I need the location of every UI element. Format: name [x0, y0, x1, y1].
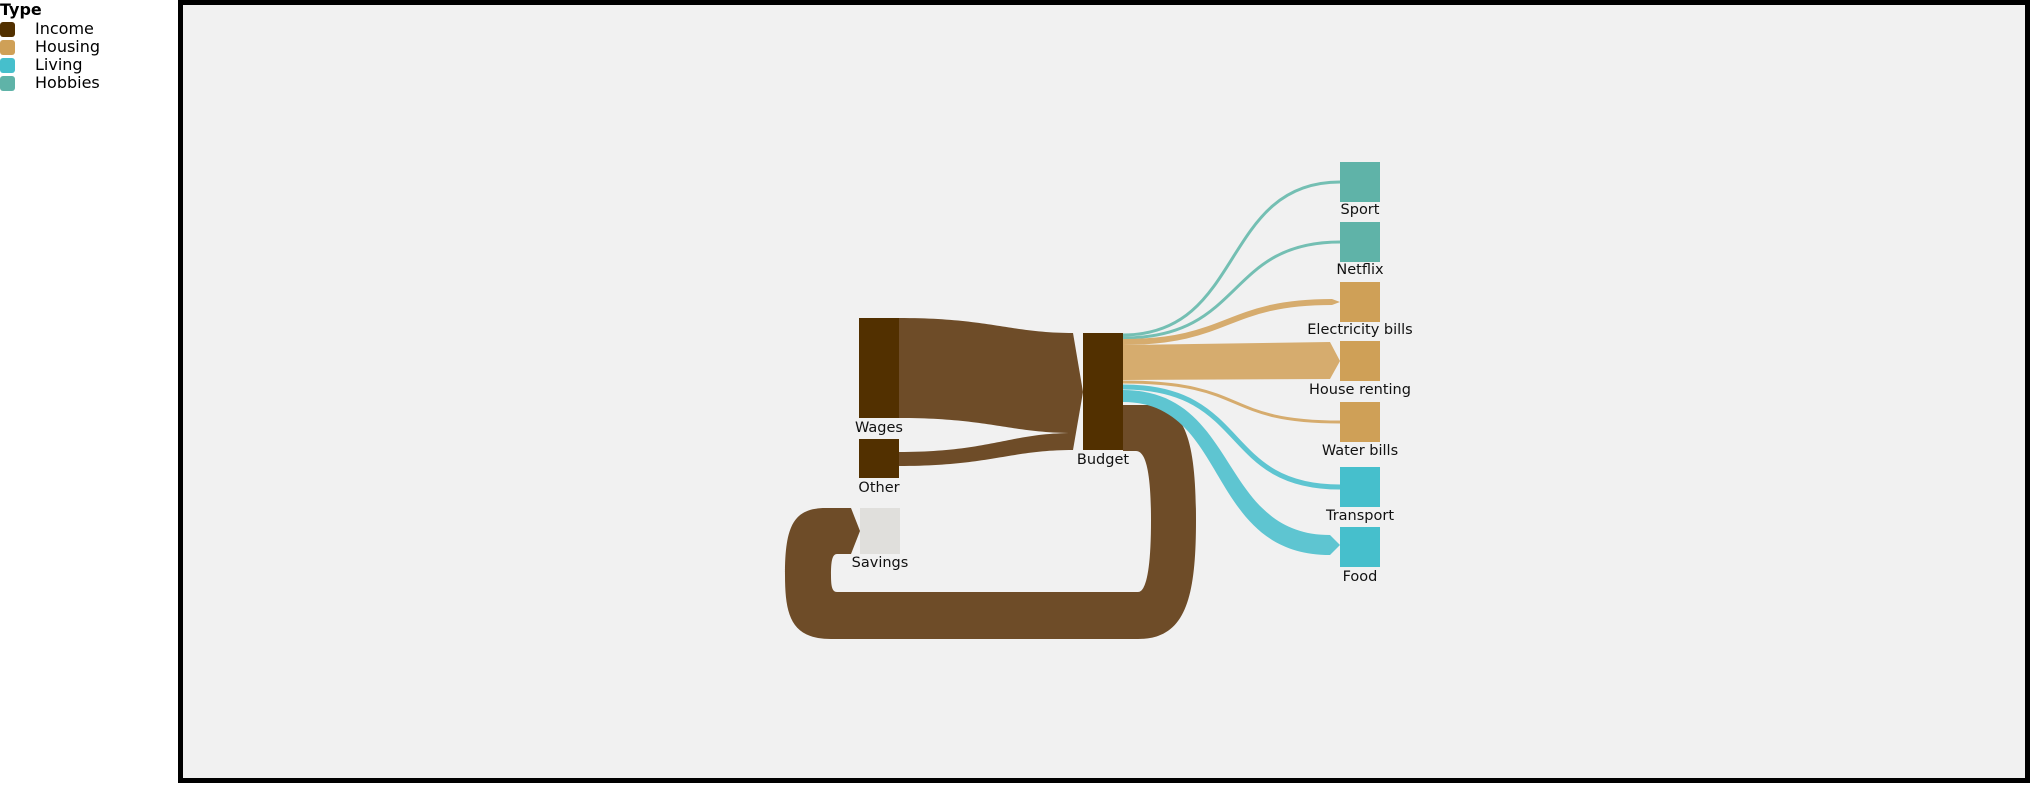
sankey-labels: Wages Other Savings Budget Sport Netflix… — [852, 202, 1413, 585]
link-other-budget[interactable] — [899, 433, 1073, 466]
node-water[interactable] — [1340, 402, 1380, 442]
link-budget-food[interactable] — [1123, 390, 1330, 555]
node-label-savings: Savings — [852, 555, 909, 571]
link-budget-savings[interactable] — [785, 405, 1196, 639]
link-budget-sport[interactable] — [1122, 180, 1341, 337]
node-house-renting[interactable] — [1340, 341, 1380, 381]
node-budget[interactable] — [1083, 333, 1123, 450]
legend-item-living[interactable]: Living — [0, 56, 170, 74]
node-label-water: Water bills — [1322, 443, 1398, 459]
legend: Type Income Housing Living Hobbies — [0, 0, 170, 92]
link-arrow-food — [1330, 535, 1340, 555]
sankey-links — [785, 180, 1341, 639]
link-budget-house-renting[interactable] — [1123, 342, 1330, 380]
legend-swatch-living — [0, 58, 15, 73]
node-netflix[interactable] — [1340, 222, 1380, 262]
node-label-house-renting: House renting — [1309, 382, 1411, 398]
node-label-wages: Wages — [855, 420, 903, 436]
link-arrow-savings — [851, 508, 860, 554]
node-other[interactable] — [859, 439, 899, 478]
legend-item-housing[interactable]: Housing — [0, 38, 170, 56]
legend-swatch-housing — [0, 40, 15, 55]
legend-swatch-income — [0, 22, 15, 37]
link-wages-budget[interactable] — [899, 318, 1073, 433]
node-label-transport: Transport — [1325, 508, 1394, 524]
legend-title: Type — [0, 0, 42, 19]
node-transport[interactable] — [1340, 467, 1380, 507]
legend-label: Living — [35, 55, 83, 74]
link-arrow-electricity — [1332, 299, 1340, 305]
legend-label: Income — [35, 19, 94, 38]
node-label-other: Other — [858, 480, 899, 496]
legend-item-income[interactable]: Income — [0, 20, 170, 38]
link-budget-netflix[interactable] — [1122, 240, 1341, 340]
node-label-food: Food — [1343, 569, 1378, 585]
node-label-sport: Sport — [1341, 202, 1380, 218]
node-wages[interactable] — [859, 318, 899, 418]
legend-label: Hobbies — [35, 73, 100, 92]
node-label-budget: Budget — [1077, 452, 1129, 468]
legend-label: Housing — [35, 37, 101, 56]
node-label-netflix: Netflix — [1336, 262, 1384, 278]
link-budget-water[interactable] — [1122, 380, 1341, 424]
sankey-nodes — [859, 162, 1380, 567]
node-label-electricity: Electricity bills — [1307, 322, 1412, 338]
node-food[interactable] — [1340, 527, 1380, 567]
node-sport[interactable] — [1340, 162, 1380, 202]
link-budget-electricity[interactable] — [1122, 299, 1333, 345]
legend-swatch-hobbies — [0, 76, 15, 91]
node-savings[interactable] — [860, 508, 900, 554]
link-arrow-budget — [1073, 333, 1083, 450]
link-arrow-house-renting — [1330, 342, 1340, 379]
node-electricity[interactable] — [1340, 282, 1380, 322]
legend-item-hobbies[interactable]: Hobbies — [0, 74, 170, 92]
link-budget-transport[interactable] — [1122, 384, 1341, 490]
